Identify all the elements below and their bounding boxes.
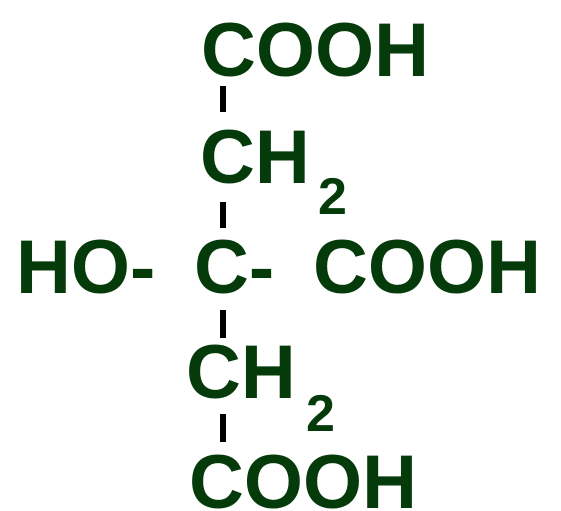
hydroxyl-group-label: HO- [16,225,155,310]
central-carbon-label: C- [194,225,274,310]
top-cooh-label: COOH [201,8,429,93]
central-cooh-label: COOH [313,225,541,310]
upper-ch2-subscript: 2 [318,168,347,226]
lower-ch2-base: CH [186,330,296,415]
lower-ch2-subscript: 2 [306,385,335,443]
lower-ch2-label: CH 2 [186,330,335,443]
upper-ch2-base: CH [200,115,310,200]
bottom-cooh-label: COOH [189,440,417,511]
upper-ch2-label: CH 2 [200,115,347,226]
